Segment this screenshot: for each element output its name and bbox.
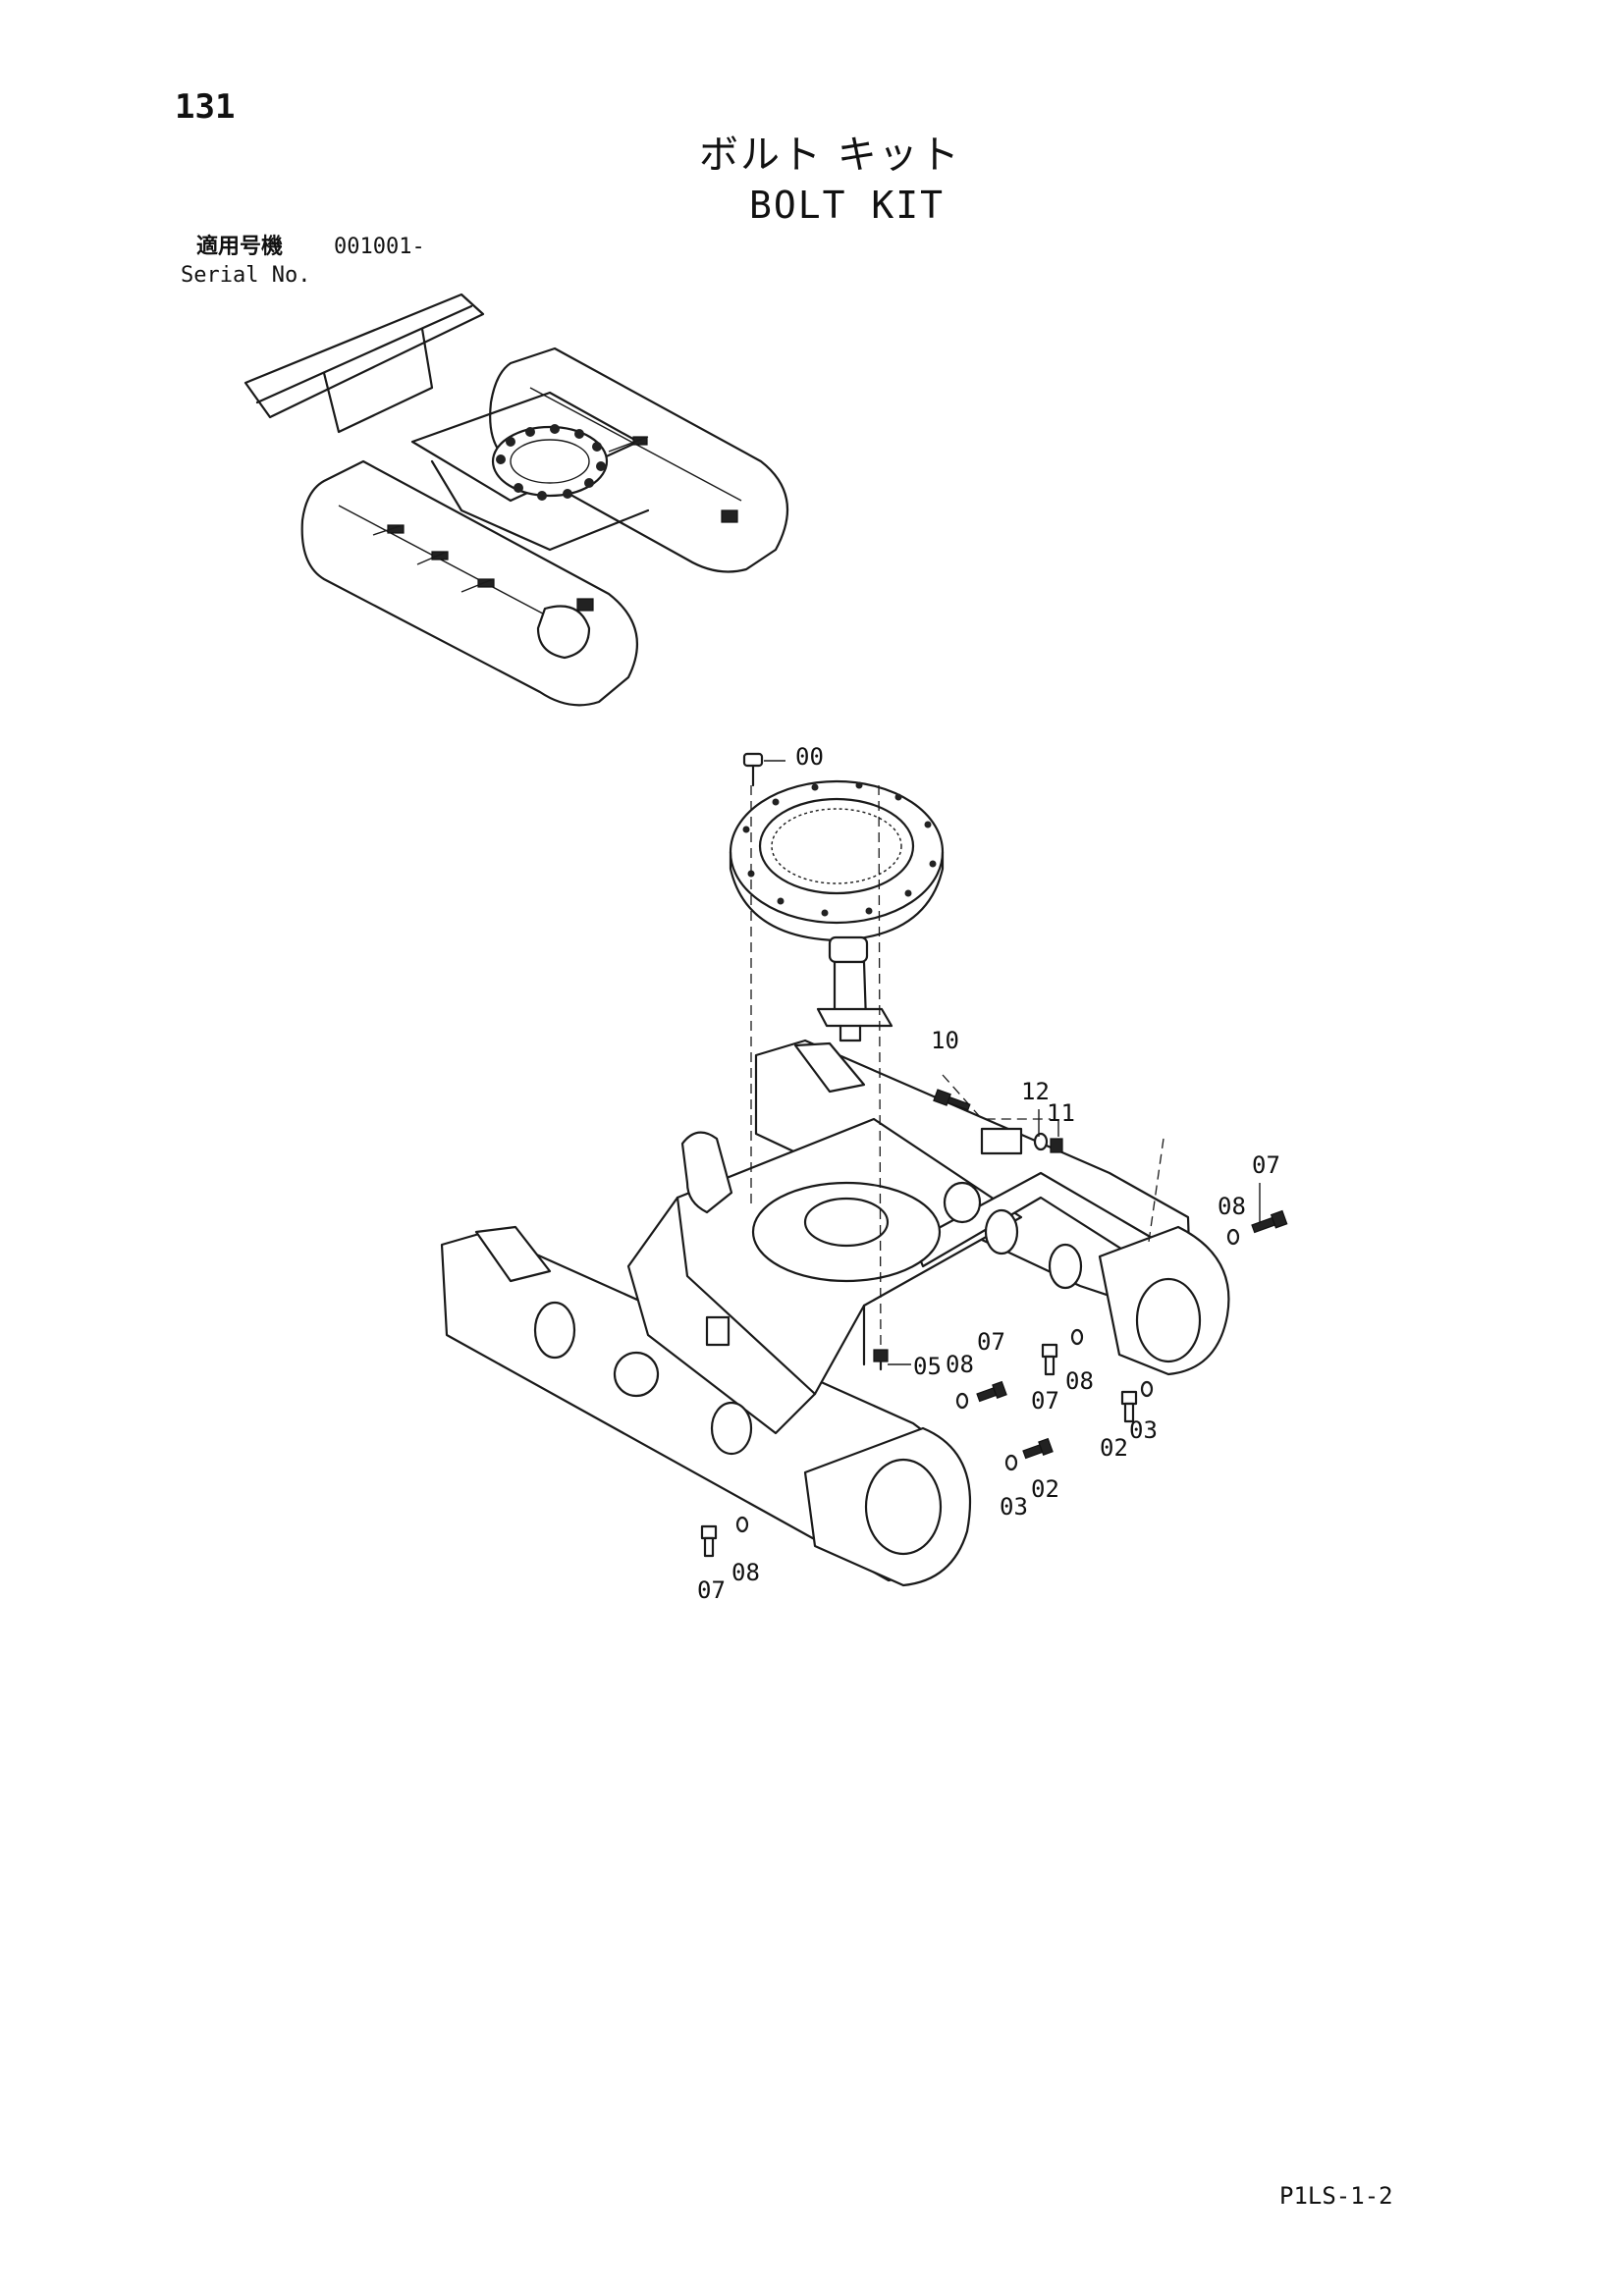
callout-12: 12 bbox=[1021, 1078, 1050, 1105]
fasteners bbox=[700, 752, 1288, 1558]
callout-08: 08 bbox=[946, 1351, 974, 1378]
serial-label-japanese: 適用号機 bbox=[196, 235, 284, 259]
page-title-japanese: ボルト キット bbox=[699, 133, 961, 178]
callout-08: 08 bbox=[1065, 1367, 1094, 1395]
callout-07: 07 bbox=[1252, 1151, 1280, 1179]
overview-undercarriage-drawing bbox=[244, 293, 789, 707]
callout-05: 05 bbox=[913, 1353, 942, 1380]
callout-07: 07 bbox=[1031, 1387, 1059, 1415]
callout-11: 11 bbox=[1047, 1099, 1075, 1127]
serial-label-english: Serial No. bbox=[181, 263, 311, 288]
callout-02: 02 bbox=[1100, 1434, 1128, 1462]
callout-10: 10 bbox=[931, 1027, 959, 1054]
page-title-english: BOLT KIT bbox=[749, 184, 946, 227]
callout-labels: 00 10 12 11 07 08 05 08 07 07 08 02 03 0… bbox=[697, 743, 1280, 1604]
callout-03: 03 bbox=[1129, 1416, 1158, 1444]
callout-08: 08 bbox=[731, 1559, 760, 1586]
leader-lines bbox=[750, 784, 1164, 1356]
center-joint bbox=[816, 935, 893, 1042]
page-number: 131 bbox=[175, 87, 236, 127]
page-code: P1LS-1-2 bbox=[1279, 2182, 1393, 2210]
callout-08: 08 bbox=[1218, 1193, 1246, 1220]
callout-00: 00 bbox=[795, 743, 824, 771]
callout-07: 07 bbox=[697, 1576, 726, 1604]
swing-bearing-ring bbox=[729, 779, 945, 942]
serial-number-value: 001001- bbox=[334, 235, 425, 259]
callout-07: 07 bbox=[977, 1328, 1005, 1356]
callout-02: 02 bbox=[1031, 1475, 1059, 1503]
callout-03: 03 bbox=[1000, 1493, 1028, 1521]
track-frame bbox=[440, 1039, 1230, 1587]
callout-leaders bbox=[888, 1109, 1261, 1365]
